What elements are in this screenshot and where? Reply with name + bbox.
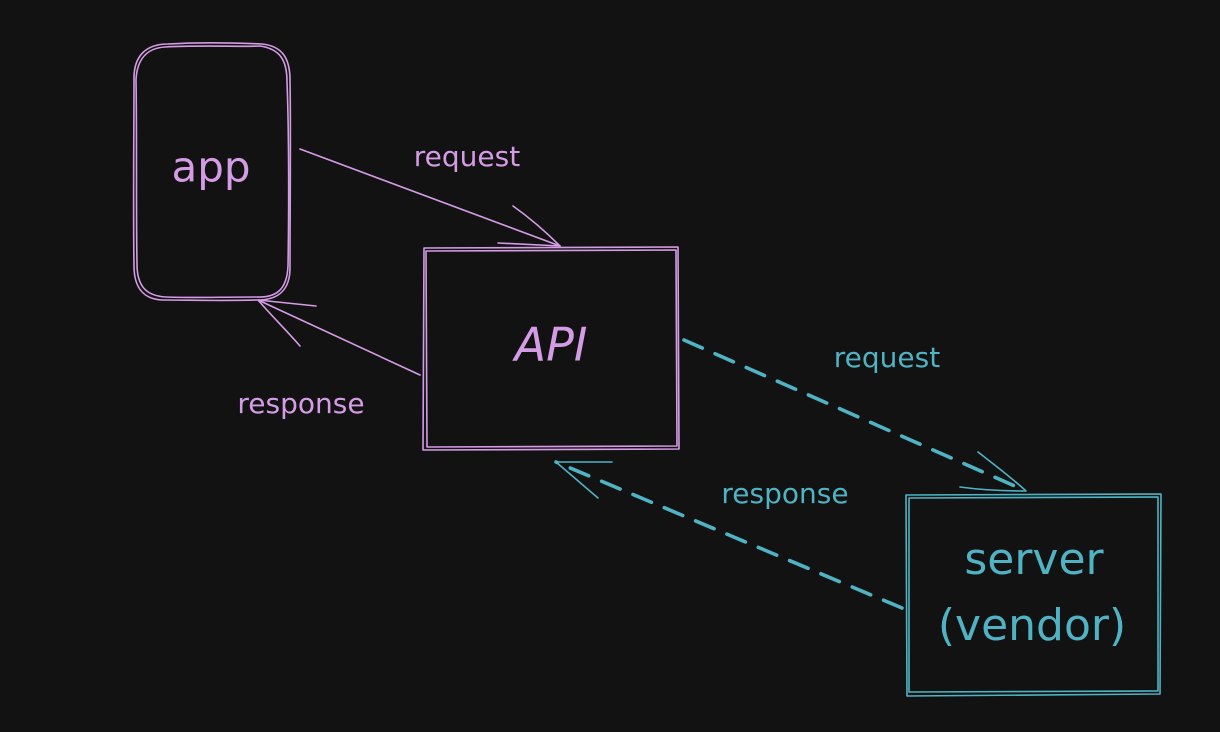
edge-server-to-api-label: response [721,477,848,510]
edge-api-to-server[interactable]: request [682,338,1028,493]
edge-api-to-app[interactable]: response [237,299,421,420]
edge-server-to-api-line [554,460,904,610]
edge-api-to-app-label: response [237,387,364,420]
server-node-outline-second-stroke [908,496,1159,693]
api-node-outline [422,246,680,451]
api-node[interactable]: API [422,246,680,451]
edge-server-to-api[interactable]: response [554,460,904,610]
server-node-label-line1: server [964,534,1104,585]
edge-app-to-api-label: request [414,140,520,173]
server-node-outline [905,493,1162,697]
app-node-outline-second-stroke [135,45,290,299]
api-node-label: API [512,318,588,372]
edge-api-to-app-arrowhead [257,299,317,347]
edge-app-to-api-line [299,148,561,247]
app-node[interactable]: app [132,42,292,302]
edge-api-to-server-line [682,338,1028,493]
edge-server-to-api-arrowhead [555,461,613,499]
server-node[interactable]: server (vendor) [905,493,1162,697]
app-node-label: app [171,143,250,192]
edge-api-to-app-line [257,299,421,376]
server-node-label-line2: (vendor) [938,600,1126,651]
edge-app-to-api-arrowhead [497,205,561,247]
api-node-outline-second-stroke [425,249,678,448]
edge-api-to-server-arrowhead [959,451,1027,492]
edge-api-to-server-label: request [834,341,940,374]
edge-app-to-api[interactable]: request [299,140,561,247]
